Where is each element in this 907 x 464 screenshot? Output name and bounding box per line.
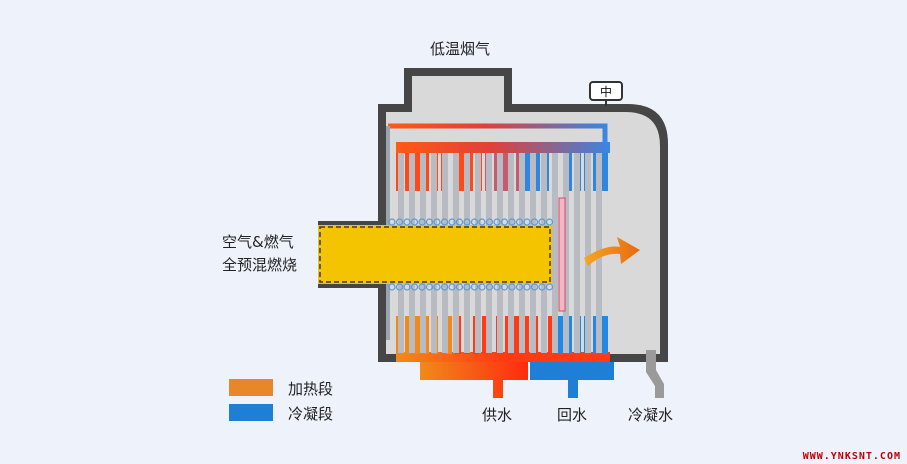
heating-fin-top (405, 153, 411, 191)
combustion-chamber (326, 76, 660, 354)
flue-gas-label: 低温烟气 (430, 40, 491, 58)
burner-coil-top (403, 218, 411, 226)
burner-coil-top (478, 218, 486, 226)
burner-coil-bottom (455, 283, 464, 291)
fin-tube (552, 153, 558, 353)
fin-tube (563, 153, 569, 353)
heating-fin-bottom (514, 316, 520, 354)
supply-water-label: 供水 (482, 406, 513, 424)
burner-coil-bottom (440, 283, 449, 291)
heating-fin-top (414, 153, 420, 191)
top-water-pipe (388, 123, 608, 148)
burner-coil-bottom (463, 283, 471, 291)
heating-fin-bottom (414, 316, 420, 354)
burner-coil-top (418, 218, 426, 226)
condensate-label: 冷凝水 (628, 406, 674, 424)
supply-water-pipe (420, 362, 528, 398)
burner-coil-bottom (425, 283, 434, 291)
legend-condensing-swatch (229, 404, 273, 421)
heating-fin-top (458, 153, 464, 191)
burner-coil-bottom (530, 283, 539, 291)
burner-coil-bottom (395, 283, 404, 291)
burner-coil-top (440, 218, 449, 226)
burner-coil-bottom (403, 283, 411, 291)
burner-coil-bottom (470, 283, 479, 291)
fin-tube (585, 153, 591, 353)
heating-fin-top (602, 153, 608, 191)
burner-coil-top (545, 218, 554, 226)
burner-coil-bottom (448, 283, 456, 291)
return-water-label: 回水 (557, 406, 588, 424)
bottom-manifold (396, 352, 610, 362)
burner-coil-top (508, 218, 516, 226)
burner-coil-top (500, 218, 509, 226)
burner-coil-bottom (515, 283, 524, 291)
burner-coil-top (388, 218, 396, 226)
fan-symbol: 中 (600, 84, 612, 99)
burner-coil-bottom (500, 283, 509, 291)
burner-coil-bottom (545, 283, 554, 291)
fin-tube (574, 153, 580, 353)
heating-fin-bottom (446, 316, 452, 354)
baffle-plate (558, 197, 566, 312)
burner-coil-bottom (493, 283, 501, 291)
legend-condensing-label: 冷凝段 (288, 405, 334, 423)
burner-coil-bottom (410, 283, 419, 291)
burner-coil-bottom (523, 283, 531, 291)
heating-fin-bottom (602, 316, 608, 354)
burner-coil-top (425, 218, 434, 226)
heating-fin-top (503, 153, 509, 191)
burner-coil-top (530, 218, 539, 226)
heating-fin-bottom (523, 316, 529, 354)
burner-coil-bottom (538, 283, 546, 291)
top-manifold (396, 142, 610, 153)
heating-fin-bottom (548, 316, 554, 354)
heating-fin-top (534, 153, 540, 191)
watermark: WWW.YNKSNT.COM (802, 451, 901, 462)
burner-coil-top (485, 218, 494, 226)
burner-coil-bottom (485, 283, 494, 291)
heating-fin-bottom (482, 316, 488, 354)
burner-coil-top (538, 218, 546, 226)
burner-coil-top (463, 218, 471, 226)
burner-coil-bottom (418, 283, 426, 291)
burner-coil-top (455, 218, 464, 226)
air-gas-label: 空气&燃气 (222, 233, 294, 251)
premix-label: 全预混燃烧 (222, 256, 298, 274)
burner-coil-bottom (478, 283, 486, 291)
burner-coil-bottom (388, 283, 396, 291)
burner-coil-bottom (433, 283, 441, 291)
legend-heating-label: 加热段 (288, 380, 334, 398)
burner-tube (318, 225, 552, 284)
burner-coil-top (493, 218, 501, 226)
burner-coil-bottom (508, 283, 516, 291)
heating-fin-bottom (557, 316, 563, 354)
burner-coil-top (515, 218, 524, 226)
heating-fin-bottom (405, 316, 411, 354)
flue-flow-arrow (584, 237, 640, 266)
burner-coil-top (395, 218, 404, 226)
burner-coil-top (433, 218, 441, 226)
legend-heating-swatch (229, 379, 273, 396)
burner-coil-top (448, 218, 456, 226)
heating-fin-top (525, 153, 531, 191)
burner-coil-top (470, 218, 479, 226)
burner-coil-top (523, 218, 531, 226)
burner-coil-top (410, 218, 419, 226)
condensate-drain (646, 350, 664, 398)
return-water-pipe (530, 362, 614, 398)
